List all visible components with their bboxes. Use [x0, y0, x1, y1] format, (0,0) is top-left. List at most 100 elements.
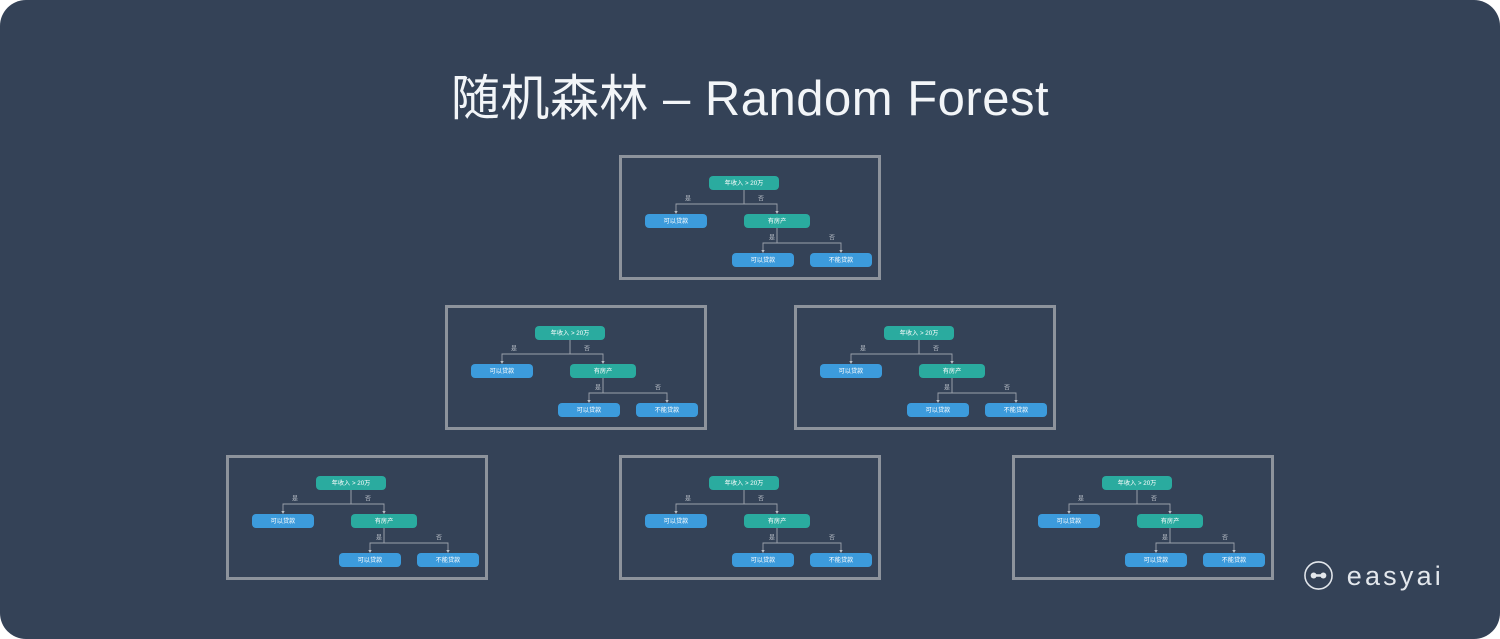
edge-root-no	[743, 490, 778, 512]
node-root-label: 年收入 > 20万	[550, 329, 589, 337]
node-left-leaf	[470, 364, 533, 378]
node-root	[1102, 476, 1172, 490]
decision-tree-panel[interactable]: 是否是否年收入 > 20万可以贷款有房产可以贷款不能贷款	[1012, 455, 1274, 580]
brand-logo: easyai	[1303, 560, 1444, 591]
decision-tree-graph: 是否是否年收入 > 20万可以贷款有房产可以贷款不能贷款	[470, 326, 698, 417]
node-left-leaf-label: 可以贷款	[664, 217, 689, 225]
edge-label-branch-yes: 是	[594, 385, 600, 392]
edge-label-branch-yes: 是	[769, 235, 775, 242]
node-left-leaf-label: 可以贷款	[489, 367, 514, 375]
edge-root-no-arrowhead	[775, 211, 779, 214]
edge-branch-yes-arrowhead	[1154, 550, 1158, 553]
node-left-leaf	[252, 514, 314, 528]
edge-label-root-yes: 是	[1078, 496, 1084, 503]
edge-branch-no-arrowhead	[839, 250, 843, 253]
node-right-left-leaf	[906, 403, 969, 417]
page-title: 随机森林 – Random Forest	[450, 72, 1050, 126]
decision-tree-panel[interactable]: 是否是否年收入 > 20万可以贷款有房产可以贷款不能贷款	[619, 455, 881, 580]
edge-label-branch-yes: 是	[376, 535, 382, 542]
node-right-left-leaf-label: 可以贷款	[751, 556, 776, 564]
edge-branch-no	[1169, 528, 1235, 551]
edge-root-yes-arrowhead	[281, 511, 285, 514]
edge-label-branch-no: 否	[829, 235, 835, 242]
node-right-right-leaf-label: 不能贷款	[1003, 406, 1028, 414]
node-right-right-leaf-label: 不能贷款	[436, 556, 461, 564]
node-left-leaf-label: 可以贷款	[1057, 517, 1082, 525]
node-right-right-leaf	[417, 553, 479, 567]
node-root	[709, 476, 779, 490]
decision-tree-graph: 是否是否年收入 > 20万可以贷款有房产可以贷款不能贷款	[819, 326, 1047, 417]
node-root-label: 年收入 > 20万	[725, 179, 764, 187]
node-right-right-leaf	[810, 553, 872, 567]
edge-label-root-no: 否	[758, 496, 764, 503]
edge-label-root-yes: 是	[859, 346, 865, 353]
edge-branch-yes-arrowhead	[761, 550, 765, 553]
edge-label-root-yes: 是	[292, 496, 298, 503]
node-right-right-leaf	[1203, 553, 1265, 567]
decision-tree-panel[interactable]: 是否是否年收入 > 20万可以贷款有房产可以贷款不能贷款	[619, 155, 881, 280]
edge-branch-no-arrowhead	[664, 400, 669, 403]
node-right-left-leaf-label: 可以贷款	[925, 406, 950, 414]
edge-branch-no	[383, 528, 449, 551]
node-right-left-leaf	[732, 553, 794, 567]
node-root	[883, 326, 954, 340]
easyai-dumbbell-circle-icon	[1303, 561, 1333, 590]
edge-branch-no	[776, 228, 842, 251]
decision-tree-panel[interactable]: 是否是否年收入 > 20万可以贷款有房产可以贷款不能贷款	[444, 305, 707, 430]
node-right-branch-label: 有房产	[375, 517, 394, 525]
edge-label-branch-no: 否	[1222, 535, 1228, 542]
edge-label-branch-yes: 是	[769, 535, 775, 542]
edge-root-yes-arrowhead	[848, 361, 853, 364]
edge-root-no	[350, 490, 385, 512]
edge-root-yes-arrowhead	[1067, 511, 1071, 514]
edge-root-no	[569, 340, 603, 362]
node-left-leaf	[1038, 514, 1100, 528]
node-left-leaf-label: 可以贷款	[664, 517, 689, 525]
edge-label-branch-no: 否	[436, 535, 442, 542]
node-root	[316, 476, 386, 490]
node-right-left-leaf-label: 可以贷款	[751, 256, 776, 264]
edge-branch-no-arrowhead	[446, 550, 450, 553]
node-right-branch	[1137, 514, 1203, 528]
brand-name: easyai	[1346, 560, 1444, 591]
decision-tree-panel[interactable]: 是否是否年收入 > 20万可以贷款有房产可以贷款不能贷款	[793, 305, 1056, 430]
node-right-branch	[744, 214, 810, 228]
node-right-branch-label: 有房产	[1161, 517, 1180, 525]
edge-branch-no	[951, 378, 1016, 401]
edge-root-no	[743, 190, 778, 212]
node-right-branch-label: 有房产	[593, 367, 612, 375]
edge-label-root-no: 否	[932, 346, 938, 353]
edge-root-no-arrowhead	[775, 511, 779, 514]
edge-root-yes-arrowhead	[674, 211, 678, 214]
node-left-leaf	[645, 514, 707, 528]
edge-branch-yes-arrowhead	[586, 400, 591, 403]
edge-root-yes-arrowhead	[674, 511, 678, 514]
decision-tree-panel[interactable]: 是否是否年收入 > 20万可以贷款有房产可以贷款不能贷款	[226, 455, 488, 580]
edge-root-no-arrowhead	[949, 361, 954, 364]
node-root	[709, 176, 779, 190]
forest-row-3: 是否是否年收入 > 20万可以贷款有房产可以贷款不能贷款是否是否年收入 > 20…	[0, 455, 1500, 580]
edge-label-root-no: 否	[758, 196, 764, 203]
edge-branch-yes-arrowhead	[368, 550, 372, 553]
node-right-branch-label: 有房产	[942, 367, 961, 375]
node-right-right-leaf	[810, 253, 872, 267]
edge-root-no-arrowhead	[1168, 511, 1172, 514]
edge-label-root-no: 否	[365, 496, 371, 503]
edge-root-no	[918, 340, 952, 362]
edge-branch-yes-arrowhead	[935, 400, 940, 403]
node-right-branch-label: 有房产	[768, 517, 787, 525]
decision-tree-graph: 是否是否年收入 > 20万可以贷款有房产可以贷款不能贷款	[645, 476, 872, 567]
edge-branch-no	[602, 378, 667, 401]
forest-row-1: 是否是否年收入 > 20万可以贷款有房产可以贷款不能贷款	[0, 155, 1500, 280]
node-right-branch-label: 有房产	[768, 217, 787, 225]
edge-branch-yes-arrowhead	[761, 250, 765, 253]
node-left-leaf-label: 可以贷款	[271, 517, 296, 525]
node-root-label: 年收入 > 20万	[332, 479, 371, 487]
node-left-leaf	[645, 214, 707, 228]
decision-tree-graph: 是否是否年收入 > 20万可以贷款有房产可以贷款不能贷款	[252, 476, 479, 567]
edge-label-branch-yes: 是	[943, 385, 949, 392]
edge-label-root-yes: 是	[510, 346, 516, 353]
edge-branch-no	[776, 528, 842, 551]
node-root	[534, 326, 605, 340]
